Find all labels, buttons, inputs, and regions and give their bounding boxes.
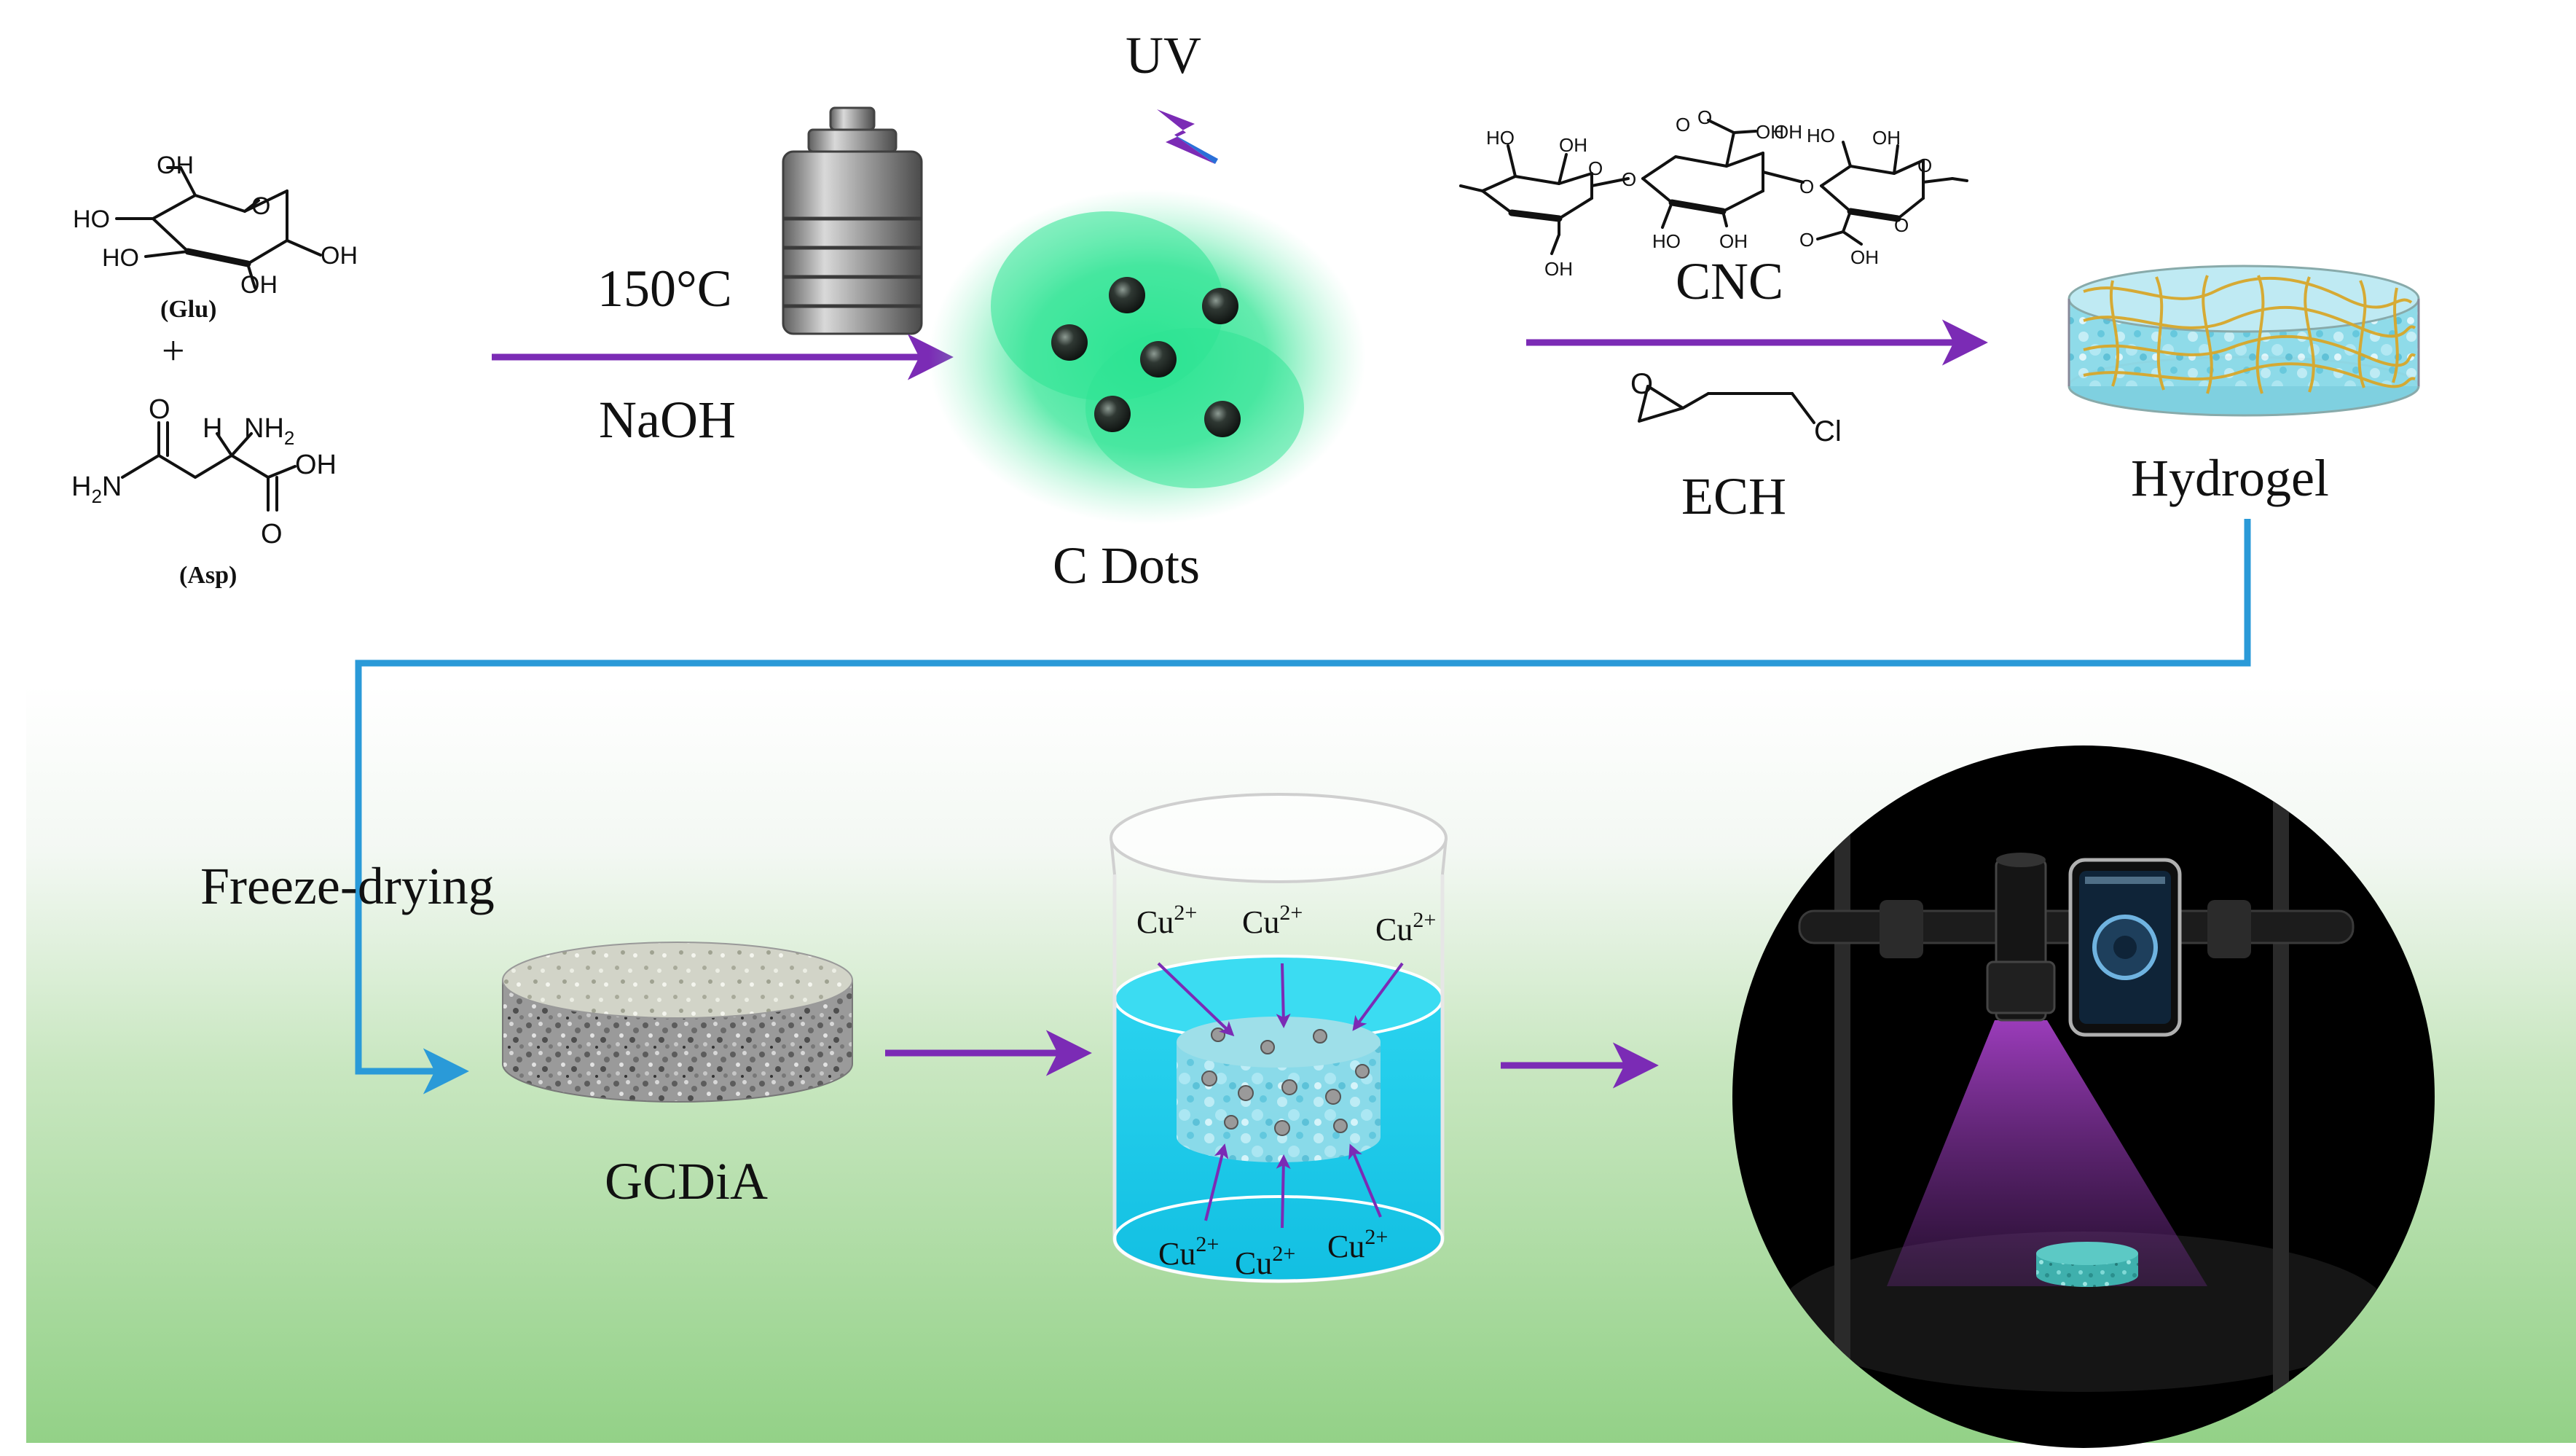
hydrogel-disk (2068, 265, 2420, 417)
cnc-oh-f: OH (1872, 127, 1901, 149)
cu-ion-bottom-left: Cu2+ (1158, 1232, 1219, 1272)
glucose-structure: OH HO HO OH OH O (Glu) (73, 152, 358, 323)
cnc-o-a: O (1588, 157, 1603, 179)
glucose-ring-oxygen: O (251, 192, 270, 220)
asp-oh: OH (295, 450, 337, 480)
asp-o-bottom: O (261, 519, 283, 549)
temperature-label: 150°C (597, 259, 732, 318)
ech-oxygen: O (1630, 368, 1653, 400)
cnc-o-d: O (1799, 229, 1814, 251)
ech-chlorine: Cl (1814, 415, 1842, 447)
uv-label: UV (1126, 26, 1201, 85)
plus-sign: + (162, 329, 185, 374)
cnc-ho-a: HO (1486, 127, 1515, 149)
uv-lightning-icon (1157, 109, 1218, 164)
asp-h: H (203, 413, 222, 444)
glucose-oh-bottom: OH (240, 271, 278, 299)
glucose-ho-mid: HO (102, 244, 139, 272)
autoclave-icon (782, 106, 923, 335)
asparagine-name: (Asp) (179, 562, 237, 589)
cu-ion-bottom-right: Cu2+ (1327, 1225, 1388, 1264)
glucose-oh-top: OH (157, 152, 194, 179)
cnc-o-link2: O (1799, 176, 1814, 197)
asp-o-top: O (149, 394, 170, 425)
carbon-dots (1051, 277, 1241, 437)
ech-structure: O Cl (1630, 368, 1842, 447)
glucose-ho-left: HO (73, 206, 110, 233)
cdots-label: C Dots (1053, 536, 1200, 595)
cnc-oh-c: OH (1719, 230, 1748, 252)
cnc-ho-b: HO (1652, 230, 1681, 252)
base-label: NaOH (599, 391, 736, 449)
flow-line-hydrogel-to-gcdia (355, 519, 2251, 1095)
cnc-structure: HO OH O OH O O HO OH OH O OH O HO OH O O… (1459, 106, 1968, 280)
ech-label: ECH (1681, 467, 1786, 525)
glucose-oh-right: OH (321, 242, 358, 270)
cnc-oh-b: OH (1544, 258, 1573, 280)
cnc-o-c: O (1697, 106, 1712, 128)
cnc-oh-a: OH (1559, 134, 1587, 156)
asp-nh2: NH2 (244, 413, 294, 449)
asp-h2n: H2N (71, 471, 122, 507)
cu-ion-top-right: Cu2+ (1375, 908, 1436, 947)
glucose-name: (Glu) (160, 296, 216, 323)
cu-ion-top-center: Cu2+ (1242, 901, 1303, 940)
cnc-o-e: O (1894, 214, 1909, 236)
cnc-o-link1: O (1622, 168, 1636, 190)
freeze-drying-label: Freeze-drying (200, 857, 495, 915)
cnc-oh-d: OH (1756, 121, 1784, 143)
hydrogel-label: Hydrogel (2131, 449, 2329, 507)
cnc-oh-g: OH (1850, 246, 1879, 268)
asparagine-structure: O H NH2 H2N OH O (Asp) (71, 394, 337, 589)
cu-ion-bottom-center: Cu2+ (1235, 1242, 1295, 1281)
detection-chamber (1732, 745, 2435, 1448)
beaker (1110, 793, 1448, 1283)
cnc-ho-c: HO (1807, 125, 1835, 146)
cnc-label: CNC (1676, 252, 1783, 310)
cnc-o-ring2: O (1676, 114, 1690, 136)
gcdia-label: GCDiA (605, 1152, 768, 1210)
cnc-o-ring3: O (1917, 154, 1932, 176)
cnc-oh-e: OH (1774, 121, 1802, 143)
gcdia-aerogel-disk (502, 942, 853, 1103)
cu-ion-top-left: Cu2+ (1136, 901, 1197, 940)
